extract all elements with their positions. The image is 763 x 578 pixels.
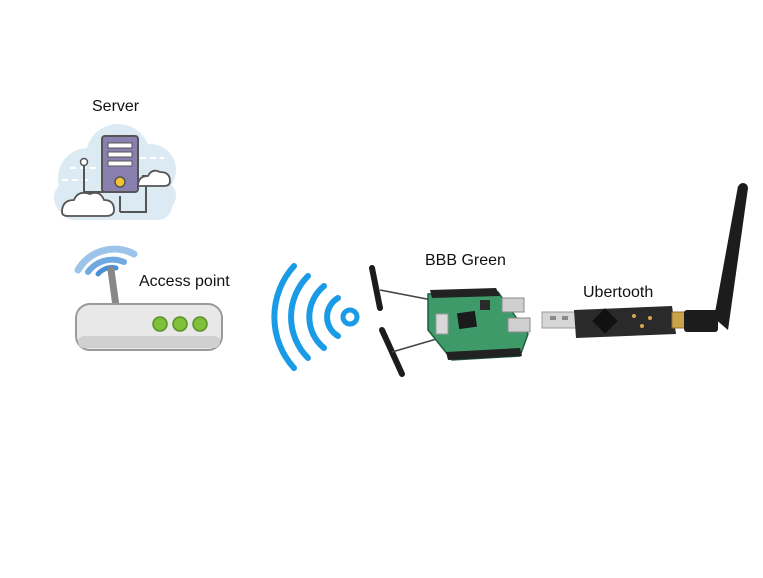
ubertooth-label: Ubertooth: [583, 284, 654, 301]
wifi-broadcast-icon: [271, 263, 360, 371]
router-icon: [75, 266, 223, 351]
beaglebone-board-icon: [369, 265, 531, 377]
server-label: Server: [92, 98, 140, 115]
ap-wifi-icon: [74, 245, 138, 277]
ubertooth-dongle-icon: [541, 183, 748, 338]
bbb-green-label: BBB Green: [425, 252, 506, 269]
cloud-server-icon: [54, 124, 176, 220]
access-point-label: Access point: [139, 273, 230, 290]
